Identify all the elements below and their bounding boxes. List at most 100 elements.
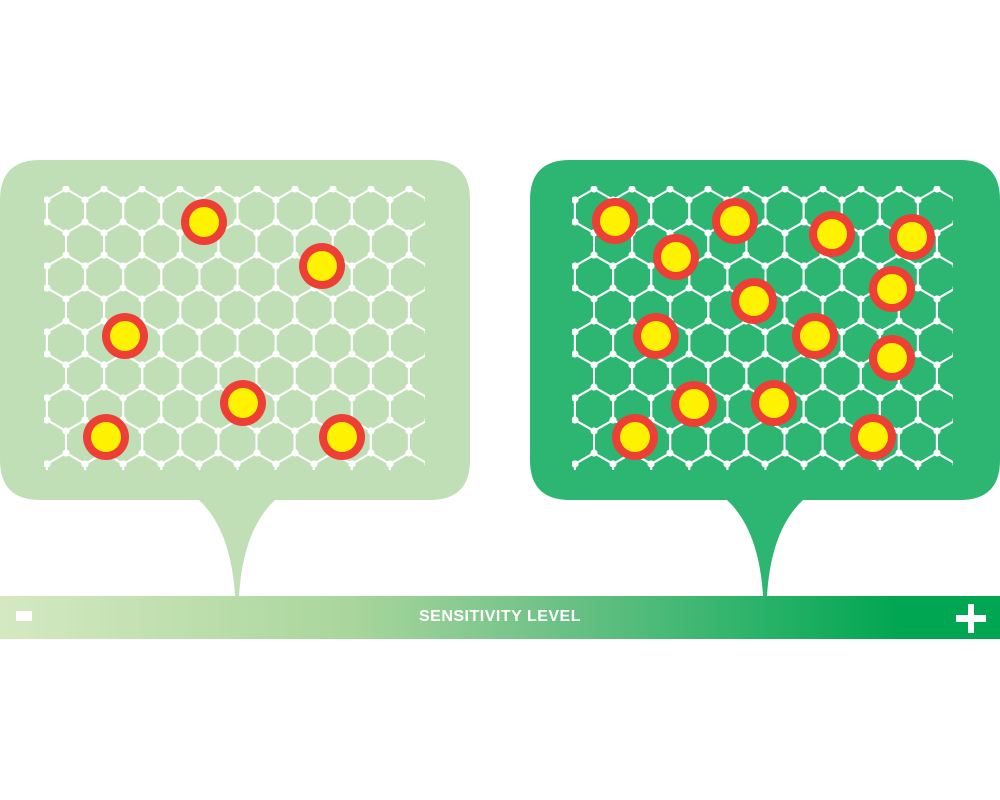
lattice-node	[348, 262, 356, 270]
lattice-node	[291, 383, 299, 391]
lattice-node	[933, 383, 941, 391]
lattice-node	[138, 229, 146, 237]
lattice-node	[329, 295, 337, 303]
lattice-node	[761, 262, 769, 270]
lattice-node	[876, 460, 884, 468]
lattice-node	[233, 284, 241, 292]
lattice-node	[138, 383, 146, 391]
lattice-node	[233, 262, 241, 270]
lattice-node	[367, 251, 375, 259]
lattice-node	[857, 229, 865, 237]
lattice-node	[291, 317, 299, 325]
lattice-node	[348, 284, 356, 292]
lattice-node	[44, 196, 51, 204]
lattice-node	[838, 460, 846, 468]
lattice-node	[44, 460, 51, 468]
lattice-node	[723, 350, 731, 358]
lattice-node	[272, 394, 280, 402]
lattice-node	[781, 317, 789, 325]
lattice-node	[386, 218, 394, 226]
lattice-node	[572, 328, 579, 336]
lattice-node	[367, 361, 375, 369]
lattice-node	[424, 462, 425, 466]
lattice-node	[214, 251, 222, 259]
lattice-node	[876, 328, 884, 336]
lattice-node	[195, 262, 203, 270]
lattice-node	[895, 186, 903, 193]
lattice-node	[800, 262, 808, 270]
lattice-node	[62, 186, 70, 193]
lattice-node	[157, 218, 165, 226]
lattice-node	[157, 284, 165, 292]
lattice-node	[572, 284, 579, 292]
lattice-node	[685, 218, 693, 226]
lattice-node	[723, 416, 731, 424]
lattice-node	[800, 284, 808, 292]
lattice-node	[81, 394, 89, 402]
lattice-node	[952, 418, 953, 422]
lattice-node	[572, 218, 579, 226]
lattice-node	[800, 460, 808, 468]
lattice-node	[857, 251, 865, 259]
lattice-node	[81, 328, 89, 336]
lattice-node	[119, 394, 127, 402]
lattice-node	[100, 229, 108, 237]
lattice-node	[800, 416, 808, 424]
lattice-node	[761, 460, 769, 468]
lattice-node	[590, 317, 598, 325]
lattice-node	[572, 196, 579, 204]
lattice-node	[781, 295, 789, 303]
lattice-node	[329, 361, 337, 369]
lattice-node	[405, 295, 413, 303]
lattice-node	[666, 295, 674, 303]
lattice-node	[310, 416, 318, 424]
lattice-node	[44, 262, 51, 270]
particle-core	[641, 321, 671, 351]
lattice-node	[481, 295, 488, 302]
particle-core	[897, 222, 927, 252]
lattice-node	[81, 350, 89, 358]
lattice-node	[272, 350, 280, 358]
lattice-node	[723, 262, 731, 270]
lattice-node	[233, 328, 241, 336]
particle-core	[91, 422, 121, 452]
lattice-node	[933, 317, 941, 325]
lattice-node	[819, 295, 827, 303]
lattice-node	[348, 196, 356, 204]
lattice-node	[933, 229, 941, 237]
lattice-node	[176, 383, 184, 391]
lattice-node	[666, 427, 674, 435]
lattice-node	[100, 317, 108, 325]
lattice-node	[138, 449, 146, 457]
lattice-node	[781, 449, 789, 457]
lattice-node	[838, 262, 846, 270]
lattice-node	[838, 416, 846, 424]
lattice-node	[857, 317, 865, 325]
lattice-node	[329, 383, 337, 391]
lattice-node	[704, 186, 712, 193]
lattice-node	[723, 328, 731, 336]
lattice-node	[291, 449, 299, 457]
lattice-node	[481, 317, 488, 324]
lattice-node	[914, 196, 922, 204]
lattice-node	[176, 317, 184, 325]
lattice-node	[62, 449, 70, 457]
lattice-node	[424, 330, 425, 334]
lattice-node	[348, 328, 356, 336]
lattice-node	[933, 361, 941, 369]
lattice-node	[609, 328, 617, 336]
lattice-node	[952, 462, 953, 466]
lattice-node	[291, 427, 299, 435]
lattice-node	[138, 427, 146, 435]
lattice-node	[100, 361, 108, 369]
particle-core	[327, 422, 357, 452]
lattice-node	[933, 186, 941, 193]
lattice-node	[100, 383, 108, 391]
lattice-node	[781, 251, 789, 259]
lattice-node	[329, 317, 337, 325]
lattice-node	[800, 218, 808, 226]
lattice-node	[291, 251, 299, 259]
lattice-node	[481, 383, 488, 390]
lattice-node	[44, 284, 51, 292]
lattice-node	[233, 350, 241, 358]
